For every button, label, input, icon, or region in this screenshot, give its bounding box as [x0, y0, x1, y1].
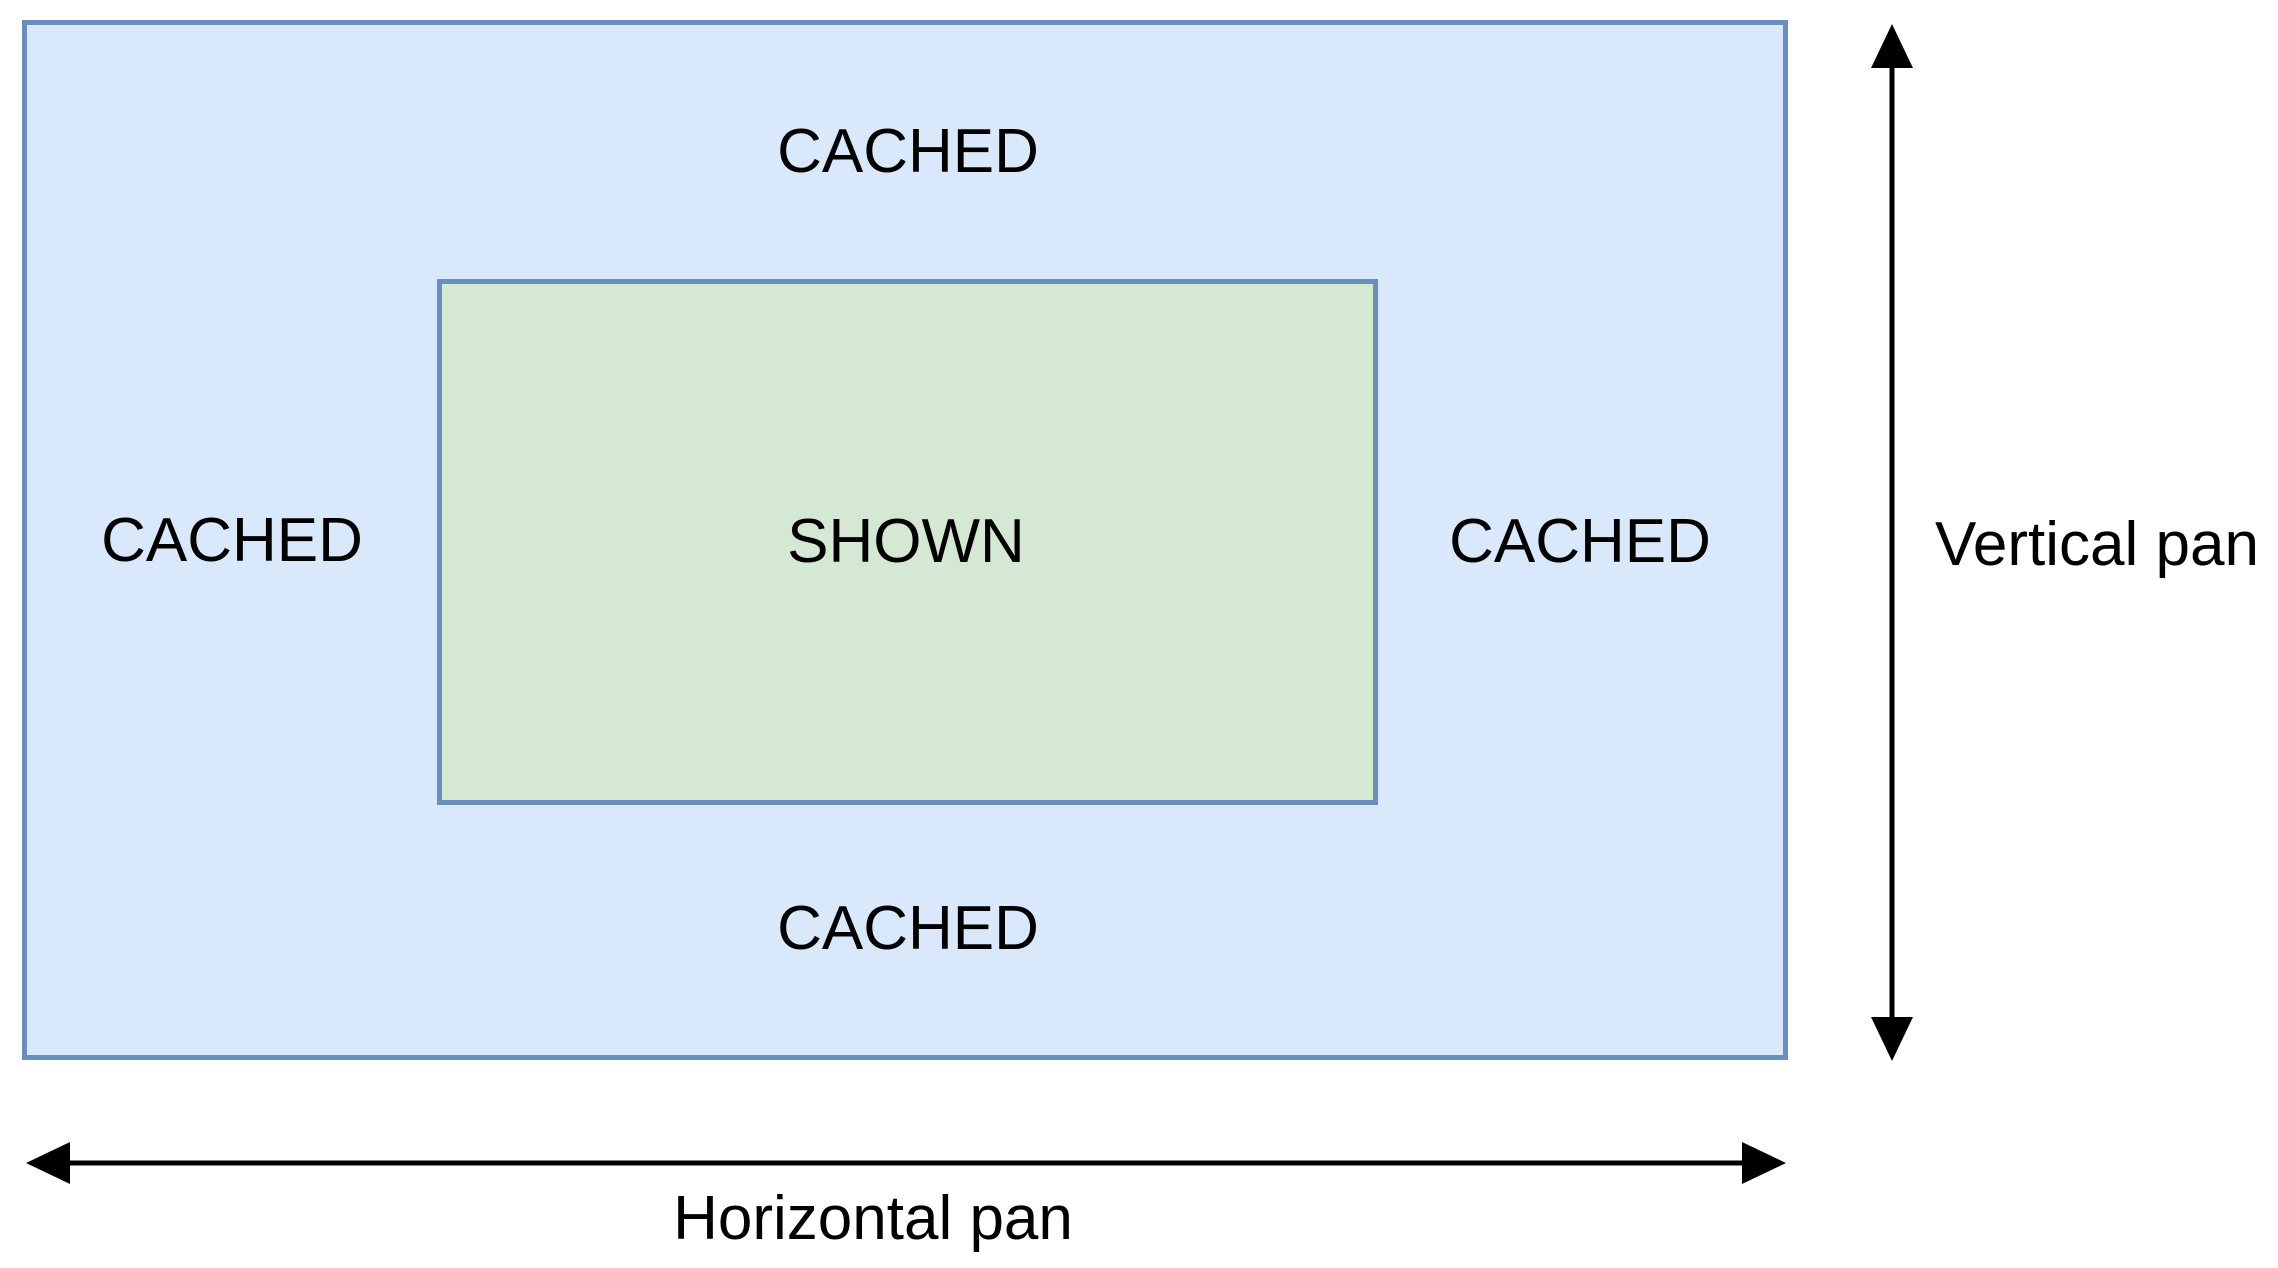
horizontal-pan-arrow: [26, 1142, 1786, 1184]
cached-label-bottom: CACHED: [777, 894, 1039, 963]
shown-region-rect: [437, 279, 1378, 805]
cached-label-top: CACHED: [777, 117, 1039, 186]
vertical-pan-label: Vertical pan: [1935, 510, 2259, 579]
vertical-pan-arrow: [1871, 24, 1913, 1061]
cached-label-right: CACHED: [1449, 507, 1711, 576]
horizontal-pan-label: Horizontal pan: [673, 1184, 1073, 1253]
cached-label-left: CACHED: [101, 506, 363, 575]
shown-label: SHOWN: [787, 507, 1025, 576]
